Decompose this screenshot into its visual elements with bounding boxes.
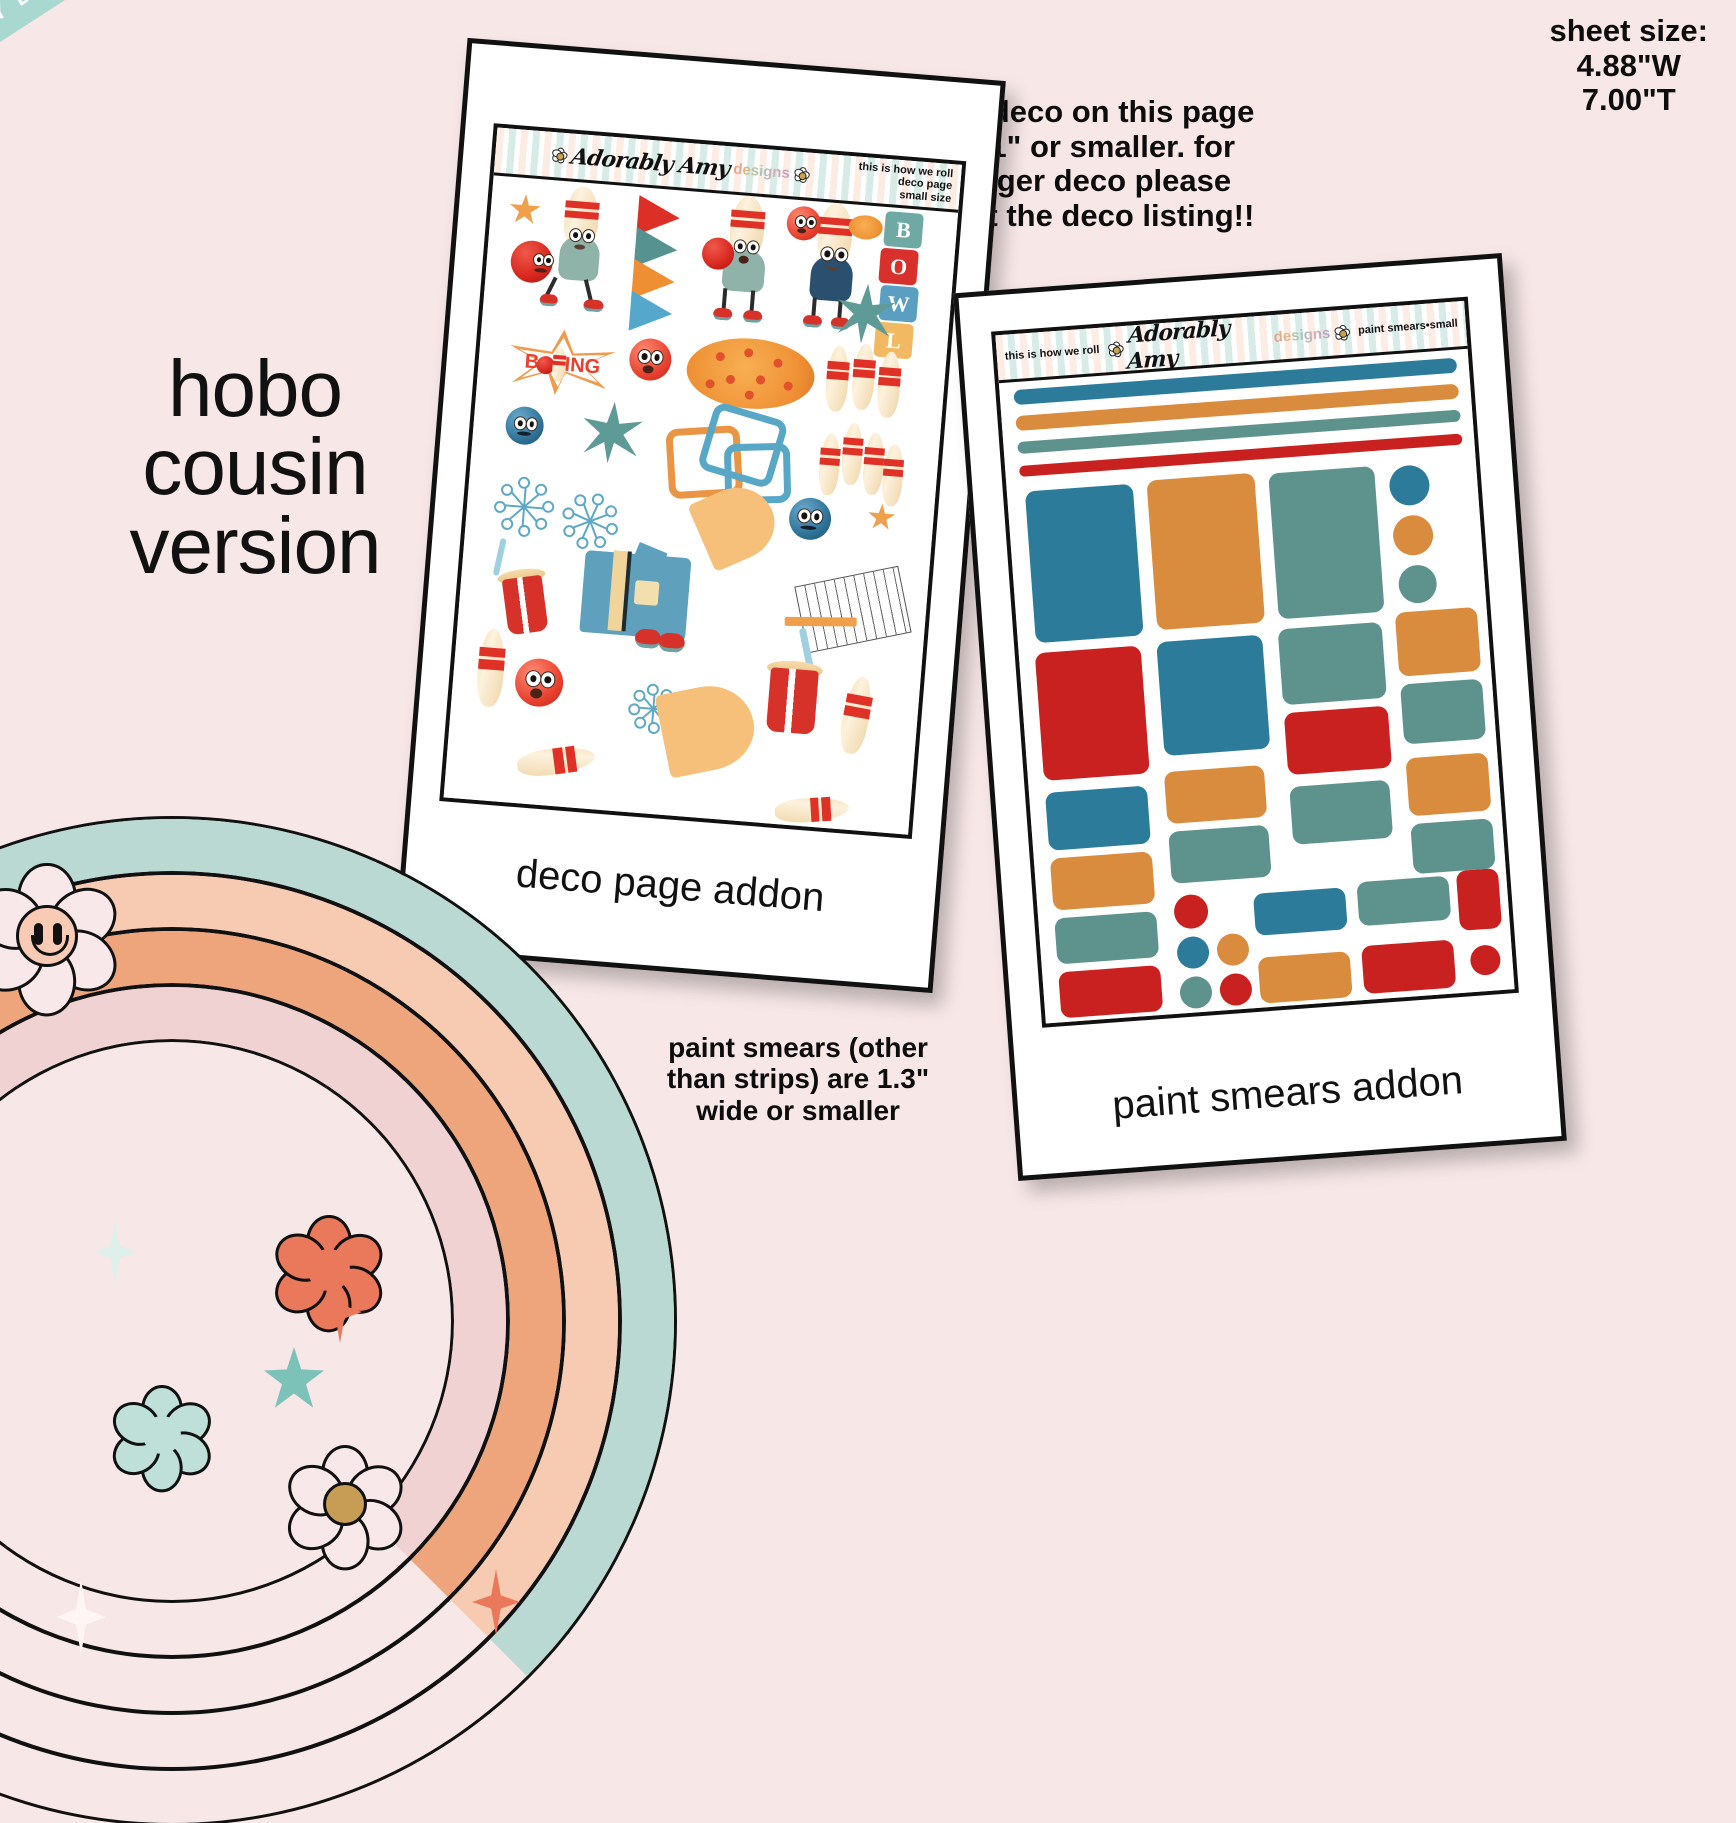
smears-sheet-inner: this is how we roll Adorably Amy designs [991, 296, 1519, 1028]
sticker-pizza-held [847, 214, 884, 241]
page-title: hobo cousin version [129, 344, 382, 590]
smear-dot-orange [1391, 513, 1435, 557]
sticker-orange-star [508, 193, 542, 227]
sticker-bowling-pin-striped [836, 674, 877, 756]
smear-block-teal-small-1 [1054, 911, 1160, 965]
smear-block-teal-small-2 [1168, 824, 1272, 884]
deco-sticker-sheet: Adorably Amy designs this is how we roll… [443, 127, 962, 835]
deco-header-left-label [496, 150, 512, 151]
note-smear-size: paint smears (other than strips) are 1.3… [666, 1032, 930, 1126]
rainbow-mint-flower [105, 1385, 219, 1493]
smear-block-red-small-1 [1058, 964, 1164, 1019]
sticker-blue-ball-face [504, 405, 546, 447]
sticker-bowling-pin-character-walking [539, 184, 621, 314]
deco-header-right-label: this is how we roll deco page small size [858, 160, 954, 205]
smear-dot-red-3 [1469, 944, 1502, 977]
smears-header-right-label: paint smears•small [1357, 317, 1459, 338]
deco-sticker-area: B O W L B ING [444, 175, 959, 834]
paint-smears-caption: paint smears addon [1110, 1058, 1465, 1128]
sticker-orange-ball-shocked [513, 656, 565, 709]
brand-logo-word: designs [1273, 324, 1331, 346]
sticker-bowling-pin-fallen [515, 743, 597, 780]
rainbow-decoration [0, 819, 674, 1823]
smear-block-teal-small-3 [1289, 779, 1394, 845]
sticker-pizza-slice-large [654, 678, 762, 779]
daisy-icon [1106, 340, 1125, 359]
brand-logo-word: designs [732, 160, 791, 183]
smear-block-orange-small-3 [1405, 752, 1492, 817]
sticker-soda-cup-large [759, 627, 833, 748]
sticker-pennant-blue [628, 290, 674, 335]
smiley-face-icon [16, 905, 78, 967]
sticker-bowling-pin-character-holding-ball [700, 193, 787, 326]
smear-dot-teal-2 [1178, 975, 1214, 1010]
sticker-bowling-shirt-with-shoes [571, 542, 700, 671]
smear-block-red-bottom [1361, 939, 1457, 995]
smear-block-blue-bottom [1252, 887, 1348, 936]
sticker-soda-cup-with-straw [490, 537, 557, 644]
sticker-bowl-letter-blocks: B O W L [872, 210, 930, 364]
smear-block-orange-right [1394, 606, 1482, 677]
smear-dot-blue-2 [1175, 935, 1211, 970]
smear-block-teal-bottom [1356, 875, 1452, 927]
note-sheet-size: sheet size: 4.88"W 7.00"T [1549, 13, 1708, 118]
poster-canvas: PLAN LIFE AD♡RABLY • PLAN LIFE AD♡RABLY … [0, 0, 1736, 1389]
sticker-score-sheet-with-pencil [784, 565, 912, 654]
smear-block-blue-tall [1024, 483, 1144, 644]
smear-block-orange-bottom [1257, 951, 1353, 1004]
smear-dot-red-1 [1172, 893, 1210, 930]
smear-block-teal-right [1400, 678, 1487, 745]
smear-dot-teal [1397, 563, 1439, 605]
polaroid-paint-smears[interactable]: this is how we roll Adorably Amy designs [953, 253, 1567, 1181]
watermark-ribbon-secondary-text: AD♡RABLY AMY DESIGNS• AD♡RABLY AMY DESIG… [0, 0, 512, 141]
sticker-bowling-pin-cluster [814, 418, 912, 509]
daisy-icon [1333, 324, 1352, 342]
smear-block-teal-mid [1277, 621, 1387, 706]
paint-smear-area [999, 349, 1515, 1024]
brand-logo-script: Adorably Amy [569, 143, 732, 182]
daisy-icon [792, 166, 811, 184]
paint-smears-sticker-sheet: this is how we roll Adorably Amy designs [995, 300, 1515, 1024]
sticker-atomic-starburst-small [493, 477, 553, 537]
sticker-orange-ball-face [627, 336, 673, 383]
daisy-icon [550, 146, 569, 165]
smear-block-orange-small-2 [1163, 764, 1268, 825]
smear-block-orange-tall [1146, 472, 1266, 631]
rainbow-daisy-smiley [0, 863, 129, 1017]
smear-block-teal-small-4 [1410, 818, 1496, 875]
smear-block-teal-tall [1268, 465, 1385, 620]
sticker-bowling-word-burst: B ING [504, 325, 619, 400]
deco-sheet-inner: Adorably Amy designs this is how we roll… [439, 123, 967, 840]
smears-header-left-label: this is how we roll [1004, 344, 1100, 364]
smear-block-red-bottom-right [1455, 867, 1503, 931]
smear-block-blue-small-1 [1044, 785, 1151, 851]
sticker-teal-starburst [579, 399, 646, 466]
smear-block-blue-mid [1156, 634, 1271, 757]
smear-dot-blue [1388, 464, 1431, 507]
sticker-abstract-square-rings [665, 400, 792, 505]
sticker-whole-pepperoni-pizza [683, 333, 818, 414]
rainbow-white-daisy [278, 1445, 412, 1571]
sticker-three-bowling-pins [823, 341, 909, 423]
smear-block-red-tall [1034, 645, 1150, 781]
sticker-bowling-pin-side [774, 795, 850, 825]
smear-block-red-mid [1283, 705, 1393, 776]
smear-dot-orange-2 [1215, 932, 1251, 967]
rainbow-orange-flower [266, 1215, 392, 1333]
smear-dot-red-2 [1218, 972, 1254, 1007]
smear-block-orange-small-1 [1049, 851, 1156, 911]
